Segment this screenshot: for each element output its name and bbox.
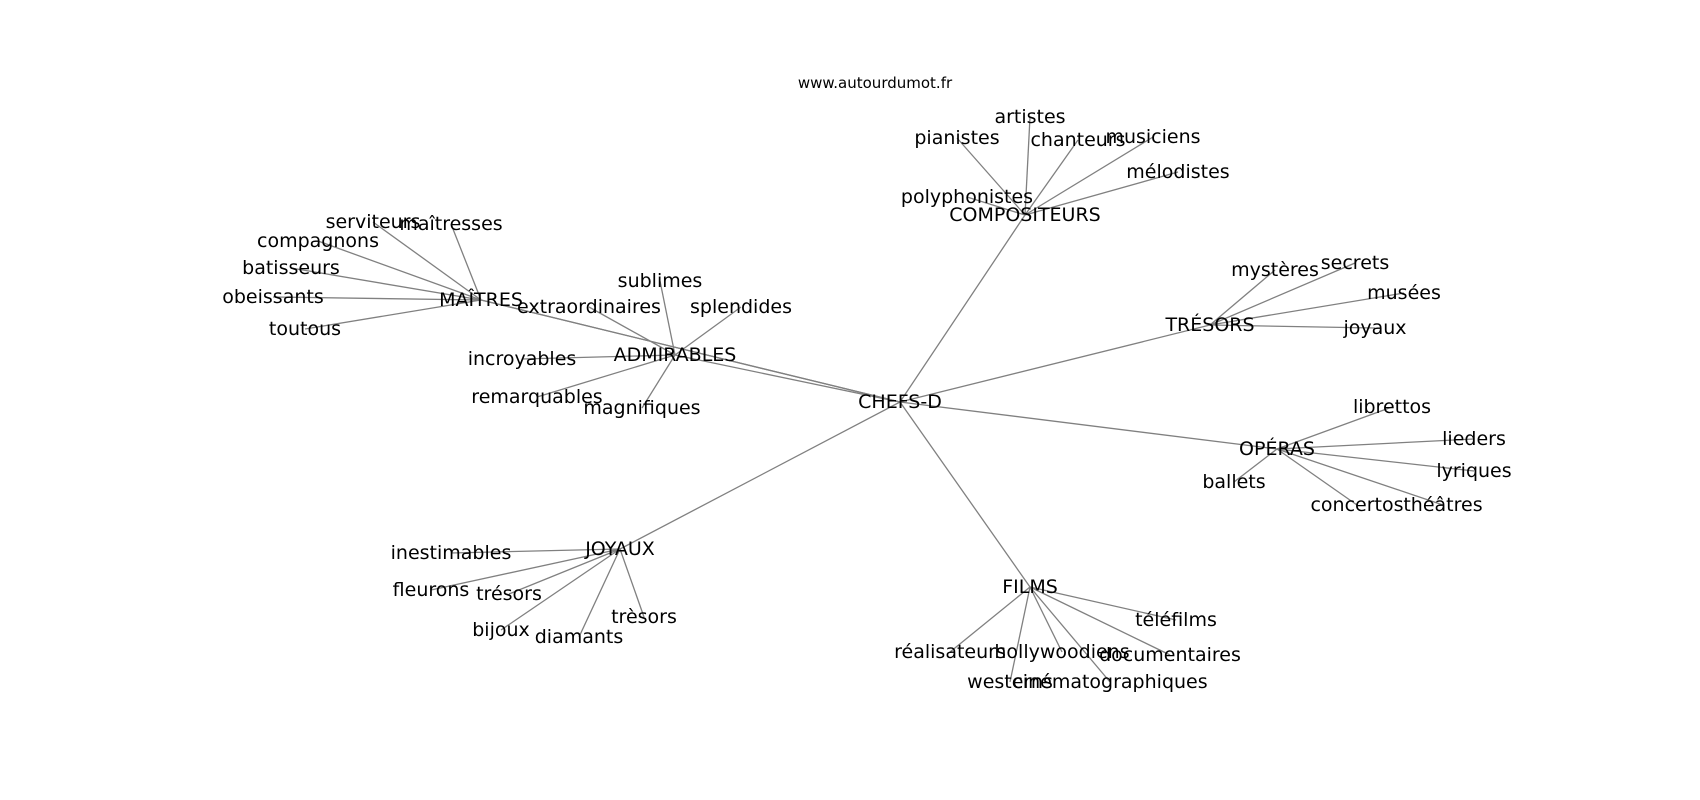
node-joyaux-tresors: trésors xyxy=(476,583,542,605)
node-admirables-remarquables: remarquables xyxy=(471,386,602,408)
node-admirables-splendides: splendides xyxy=(690,296,792,318)
node-tresors: TRÉSORS xyxy=(1164,313,1254,336)
node-compositeurs-melodistes: mélodistes xyxy=(1126,161,1229,183)
edge-center-operas xyxy=(899,401,1278,450)
node-compositeurs: COMPOSITEURS xyxy=(949,204,1100,226)
node-films-westerns: westerns xyxy=(967,671,1053,693)
node-tresors-mysteres: mystères xyxy=(1231,259,1319,281)
edge-maitres-batisseurs xyxy=(290,267,482,301)
edge-compositeurs-chanteurs xyxy=(1024,139,1079,216)
edge-maitres-serviteurs xyxy=(372,221,482,301)
edge-films-realisateurs xyxy=(949,586,1031,653)
node-films-hollywoodiens: hollywoodiens xyxy=(994,641,1129,663)
node-films-documentaires: documentaires xyxy=(1099,644,1241,666)
node-compositeurs-polyphonistes: polyphonistes xyxy=(901,186,1033,208)
edge-operas-lieders xyxy=(1276,438,1475,450)
edge-operas-ballets xyxy=(1233,448,1278,483)
node-operas: OPÉRAS xyxy=(1239,437,1315,460)
edge-center-tresors xyxy=(899,324,1211,403)
edge-films-westerns xyxy=(1009,586,1031,683)
node-operas-ballets: ballets xyxy=(1202,471,1265,493)
graph-edges xyxy=(272,116,1475,683)
node-maitres-obeissants: obeissants xyxy=(222,286,324,308)
edge-joyaux-diamants xyxy=(578,548,621,638)
node-joyaux-bijoux: bijoux xyxy=(472,619,530,641)
edge-films-documentaires xyxy=(1029,586,1171,656)
node-maitres-serviteurs: serviteurs xyxy=(326,211,421,233)
watermark-text: www.autourdumot.fr xyxy=(798,74,953,92)
edge-admirables-extraordinaires xyxy=(588,306,676,356)
edge-center-compositeurs xyxy=(899,214,1026,403)
node-tresors-secrets: secrets xyxy=(1321,252,1389,274)
node-maitres-maitresses: maîtresses xyxy=(399,213,502,235)
node-films-cinematographiques: cinématographiques xyxy=(1012,671,1207,693)
edge-joyaux-fleurons xyxy=(430,548,621,591)
edge-joyaux-inestimables xyxy=(450,548,621,554)
edge-films-cinematographiques xyxy=(1029,586,1111,683)
edge-admirables-sublimes xyxy=(659,280,676,356)
node-maitres-compagnons: compagnons xyxy=(257,230,379,252)
node-tresors-joyaux: joyaux xyxy=(1342,317,1406,339)
edge-tresors-secrets xyxy=(1209,262,1356,326)
edge-center-admirables xyxy=(674,354,901,403)
node-maitres-toutous: toutous xyxy=(269,318,341,340)
node-films-realisateurs: réalisateurs xyxy=(894,641,1006,663)
node-joyaux-fleurons: fleurons xyxy=(393,579,470,601)
edge-admirables-incroyables xyxy=(521,354,676,360)
node-tresors-musees: musées xyxy=(1367,282,1441,304)
node-admirables-incroyables: incroyables xyxy=(468,348,577,370)
node-operas-concertos: concertos xyxy=(1310,494,1403,516)
edge-compositeurs-melodistes xyxy=(1024,171,1179,216)
node-operas-lyriques: lyriques xyxy=(1436,460,1511,482)
node-compositeurs-artistes: artistes xyxy=(994,106,1065,128)
edge-admirables-remarquables xyxy=(536,354,676,398)
node-films-telefilms: téléfilms xyxy=(1135,609,1217,631)
edge-maitres-center xyxy=(480,299,901,403)
node-maitres: MAÎTRES xyxy=(439,288,523,311)
edge-compositeurs-pianistes xyxy=(956,137,1026,216)
node-joyaux-diamants: diamants xyxy=(535,626,624,648)
edge-operas-lyriques xyxy=(1276,448,1475,472)
node-admirables-magnifiques: magnifiques xyxy=(583,397,700,419)
node-center: CHEFS-D xyxy=(858,391,942,413)
node-admirables-sublimes: sublimes xyxy=(618,270,703,292)
edge-admirables-magnifiques xyxy=(641,354,676,409)
edge-compositeurs-musiciens xyxy=(1024,136,1154,216)
edge-tresors-joyaux xyxy=(1209,324,1376,329)
node-admirables: ADMIRABLES xyxy=(614,344,737,366)
node-compositeurs-pianistes: pianistes xyxy=(914,127,999,149)
node-maitres-batisseurs: batisseurs xyxy=(242,257,340,279)
node-joyaux: JOYAUX xyxy=(584,538,655,560)
edge-films-hollywoodiens xyxy=(1029,586,1063,653)
node-films: FILMS xyxy=(1002,576,1058,598)
edge-maitres-compagnons xyxy=(317,240,482,301)
edge-tresors-mysteres xyxy=(1209,269,1276,326)
edge-films-telefilms xyxy=(1029,586,1177,621)
edge-admirables-splendides xyxy=(674,306,742,356)
edge-maitres-maitresses xyxy=(450,223,482,301)
edge-joyaux-bijoux xyxy=(500,548,621,631)
edge-maitres-obeissants xyxy=(272,296,482,301)
node-operas-lieders: lieders xyxy=(1442,428,1506,450)
node-operas-librettos: librettos xyxy=(1353,396,1431,418)
edge-operas-librettos xyxy=(1276,406,1393,450)
edge-maitres-toutous xyxy=(304,299,482,330)
edge-joyaux-tresors xyxy=(508,548,621,595)
edge-compositeurs-artistes xyxy=(1024,116,1031,216)
edge-center-films xyxy=(899,401,1031,588)
node-compositeurs-chanteurs: chanteurs xyxy=(1030,129,1125,151)
node-joyaux-tresors: trèsors xyxy=(611,606,677,628)
edge-center-joyaux xyxy=(619,401,901,550)
edge-operas-theatres xyxy=(1276,448,1444,506)
node-joyaux-inestimables: inestimables xyxy=(391,542,512,564)
node-compositeurs-musiciens: musiciens xyxy=(1105,126,1200,148)
edge-operas-concertos xyxy=(1276,448,1358,506)
edge-compositeurs-polyphonistes xyxy=(966,196,1026,216)
edge-tresors-musees xyxy=(1209,292,1405,326)
node-admirables-extraordinaires: extraordinaires xyxy=(517,296,661,318)
node-operas-theatres: théâtres xyxy=(1403,494,1482,516)
edge-joyaux-tresors xyxy=(619,548,645,618)
